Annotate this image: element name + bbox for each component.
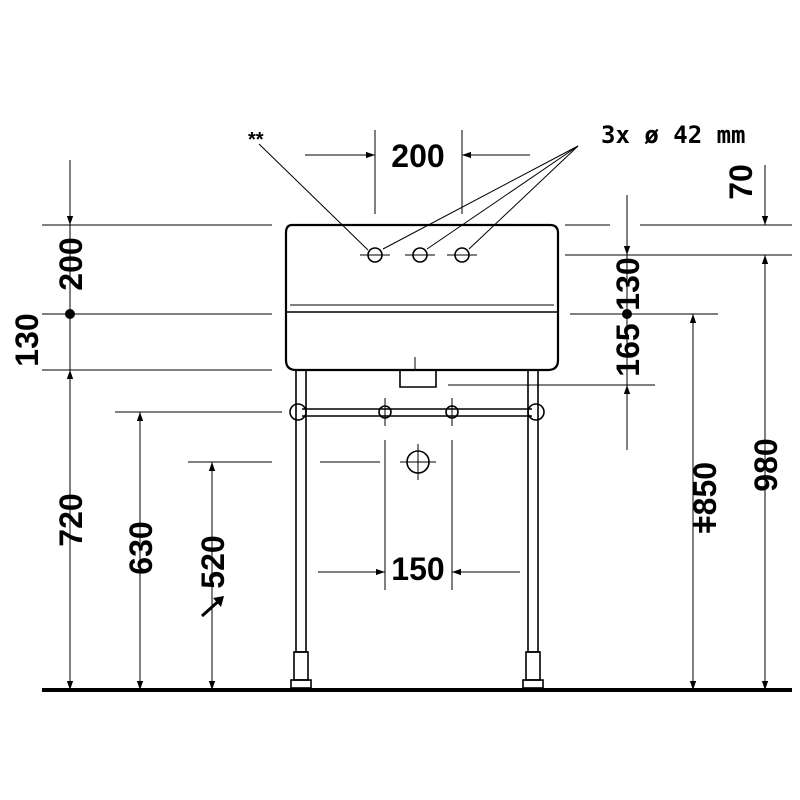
arrow-icon xyxy=(200,596,224,618)
extension-lines xyxy=(42,130,792,590)
dim-floor-to-underside: 720 xyxy=(53,493,89,546)
metal-stand xyxy=(289,369,545,689)
datum-dot-right xyxy=(622,309,632,319)
dim-upper-height: 200 xyxy=(53,237,89,290)
dim-floor-to-waste: 520 xyxy=(195,535,231,588)
dim-overflow-height: 130 xyxy=(610,257,646,310)
datum-dot-left xyxy=(65,309,75,319)
dim-tap-spacing: 200 xyxy=(391,138,444,174)
dim-floor-to-rail: 630 xyxy=(123,521,159,574)
dimension-lines xyxy=(66,151,769,690)
leader-lines xyxy=(258,143,579,251)
dim-waste-spacing: 150 xyxy=(391,551,444,587)
dim-rim-to-drain: 165 xyxy=(610,323,646,376)
washbasin-body xyxy=(284,223,560,388)
waste-outlet xyxy=(400,444,436,480)
dim-top-offset: 70 xyxy=(723,164,759,200)
dim-total-height: 980 xyxy=(748,438,784,491)
holes-label: 3x ø 42 mm xyxy=(601,121,746,149)
dim-floor-to-rim: ǂ850 xyxy=(687,462,723,534)
tap-holes xyxy=(360,247,477,263)
note-marker: ** xyxy=(248,129,264,151)
dim-basin-depth: 130 xyxy=(9,313,45,366)
